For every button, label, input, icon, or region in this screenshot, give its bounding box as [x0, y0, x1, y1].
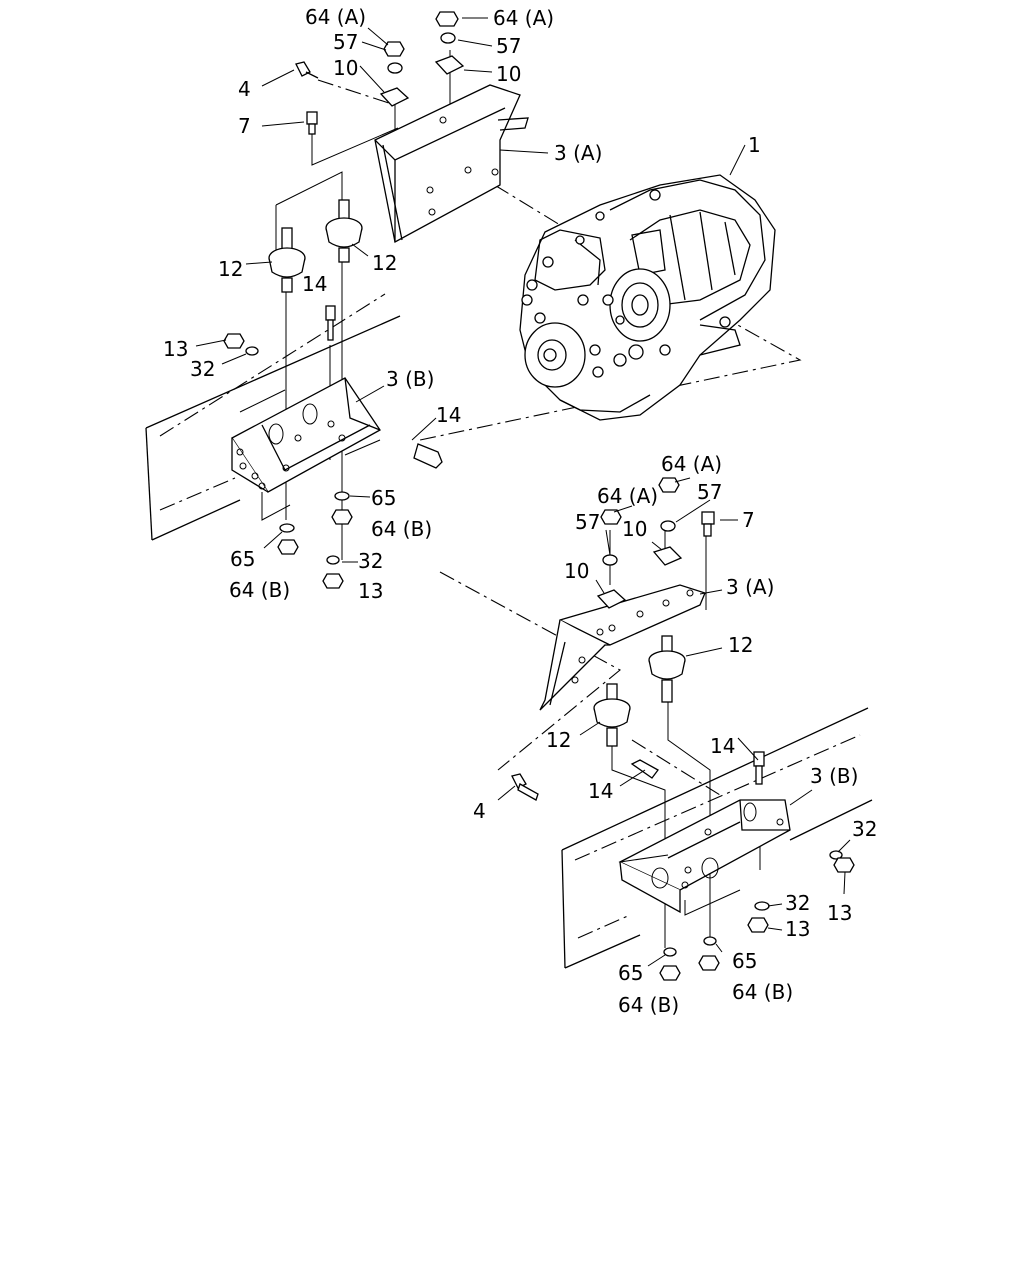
label-top-12-1: 12: [218, 257, 243, 281]
label-top-32-2: 32: [358, 549, 383, 573]
bottom-rubber-mount-left: [593, 683, 631, 747]
label-bottom-32-1: 32: [852, 817, 877, 841]
label-bottom-65-2: 65: [732, 949, 757, 973]
label-top-7: 7: [238, 114, 251, 138]
bottom-centerline-main: [439, 571, 621, 771]
label-bottom-14-1: 14: [710, 734, 735, 758]
top-outline-box-right: [344, 439, 381, 456]
label-bottom-7: 7: [742, 508, 755, 532]
label-bottom-64b-1: 64 (B): [732, 980, 793, 1004]
top-bracket-3b: [231, 377, 381, 521]
bottom-leaders: [497, 477, 851, 967]
label-top-13: 13: [163, 337, 188, 361]
label-top-65-1: 65: [371, 486, 396, 510]
label-bottom-12-1: 12: [728, 633, 753, 657]
label-top-10-2: 10: [496, 62, 521, 86]
label-top-64a-1: 64 (A): [305, 5, 366, 29]
top-centerline-bracket-to-trans: [469, 169, 566, 229]
label-top-64b-2: 64 (B): [229, 578, 290, 602]
label-bottom-57-2: 57: [575, 510, 600, 534]
label-top-64a-2: 64 (A): [493, 6, 554, 30]
label-bottom-65-1: 65: [618, 961, 643, 985]
callout-labels: 64 (A) 64 (A) 57 57 10 10 4 7 3 (A) 1 12…: [163, 5, 877, 1017]
top-rubber-mount-left: [268, 227, 306, 293]
label-top-32: 32: [190, 357, 215, 381]
label-bottom-64a-2: 64 (A): [597, 484, 658, 508]
label-bottom-10-2: 10: [564, 559, 589, 583]
label-top-57-1: 57: [333, 30, 358, 54]
label-top-3b: 3 (B): [386, 367, 434, 391]
label-top-4: 4: [238, 77, 251, 101]
label-bottom-10-1: 10: [622, 517, 647, 541]
label-bottom-3a: 3 (A): [726, 575, 774, 599]
top-outline-box-left: [239, 389, 286, 413]
label-top-14-1: 14: [302, 272, 327, 296]
label-top-10-1: 10: [333, 56, 358, 80]
top-centerline-trans-to-rail: [419, 314, 802, 441]
bottom-hardware: [511, 477, 855, 981]
label-top-13-2: 13: [358, 579, 383, 603]
label-bottom-14-2: 14: [588, 779, 613, 803]
label-bottom-3b: 3 (B): [810, 764, 858, 788]
label-top-12-2: 12: [372, 251, 397, 275]
label-bottom-4: 4: [473, 799, 486, 823]
label-top-14-2: 14: [436, 403, 461, 427]
bottom-centerline-bolt: [631, 739, 721, 796]
label-bottom-57-1: 57: [697, 480, 722, 504]
label-top-64b-1: 64 (B): [371, 517, 432, 541]
bottom-mount-assembly: [439, 477, 873, 981]
label-bottom-64a-1: 64 (A): [661, 452, 722, 476]
bottom-frame-rail: [561, 707, 873, 969]
label-bottom-13-1: 13: [827, 901, 852, 925]
bottom-bracket-3b: [618, 799, 791, 916]
top-leaders: [195, 17, 549, 563]
label-bottom-12-2: 12: [546, 728, 571, 752]
label-top-65-2: 65: [230, 547, 255, 571]
label-top-3a: 3 (A): [554, 141, 602, 165]
top-hardware: [223, 11, 465, 589]
top-rubber-mount-right: [325, 199, 363, 263]
transmission-unit: [519, 144, 776, 421]
label-transmission-1: 1: [748, 133, 761, 157]
label-bottom-13-2: 13: [785, 917, 810, 941]
bottom-rubber-mount-right: [648, 635, 686, 703]
top-frame-rail: [145, 293, 401, 541]
top-mount-assembly: [145, 11, 802, 589]
bottom-bracket-3a: [539, 584, 706, 711]
label-bottom-32-2: 32: [785, 891, 810, 915]
label-top-57-2: 57: [496, 34, 521, 58]
label-bottom-64b-2: 64 (B): [618, 993, 679, 1017]
top-bracket-3a: [374, 84, 529, 243]
top-centerline-bolt4: [317, 79, 396, 106]
